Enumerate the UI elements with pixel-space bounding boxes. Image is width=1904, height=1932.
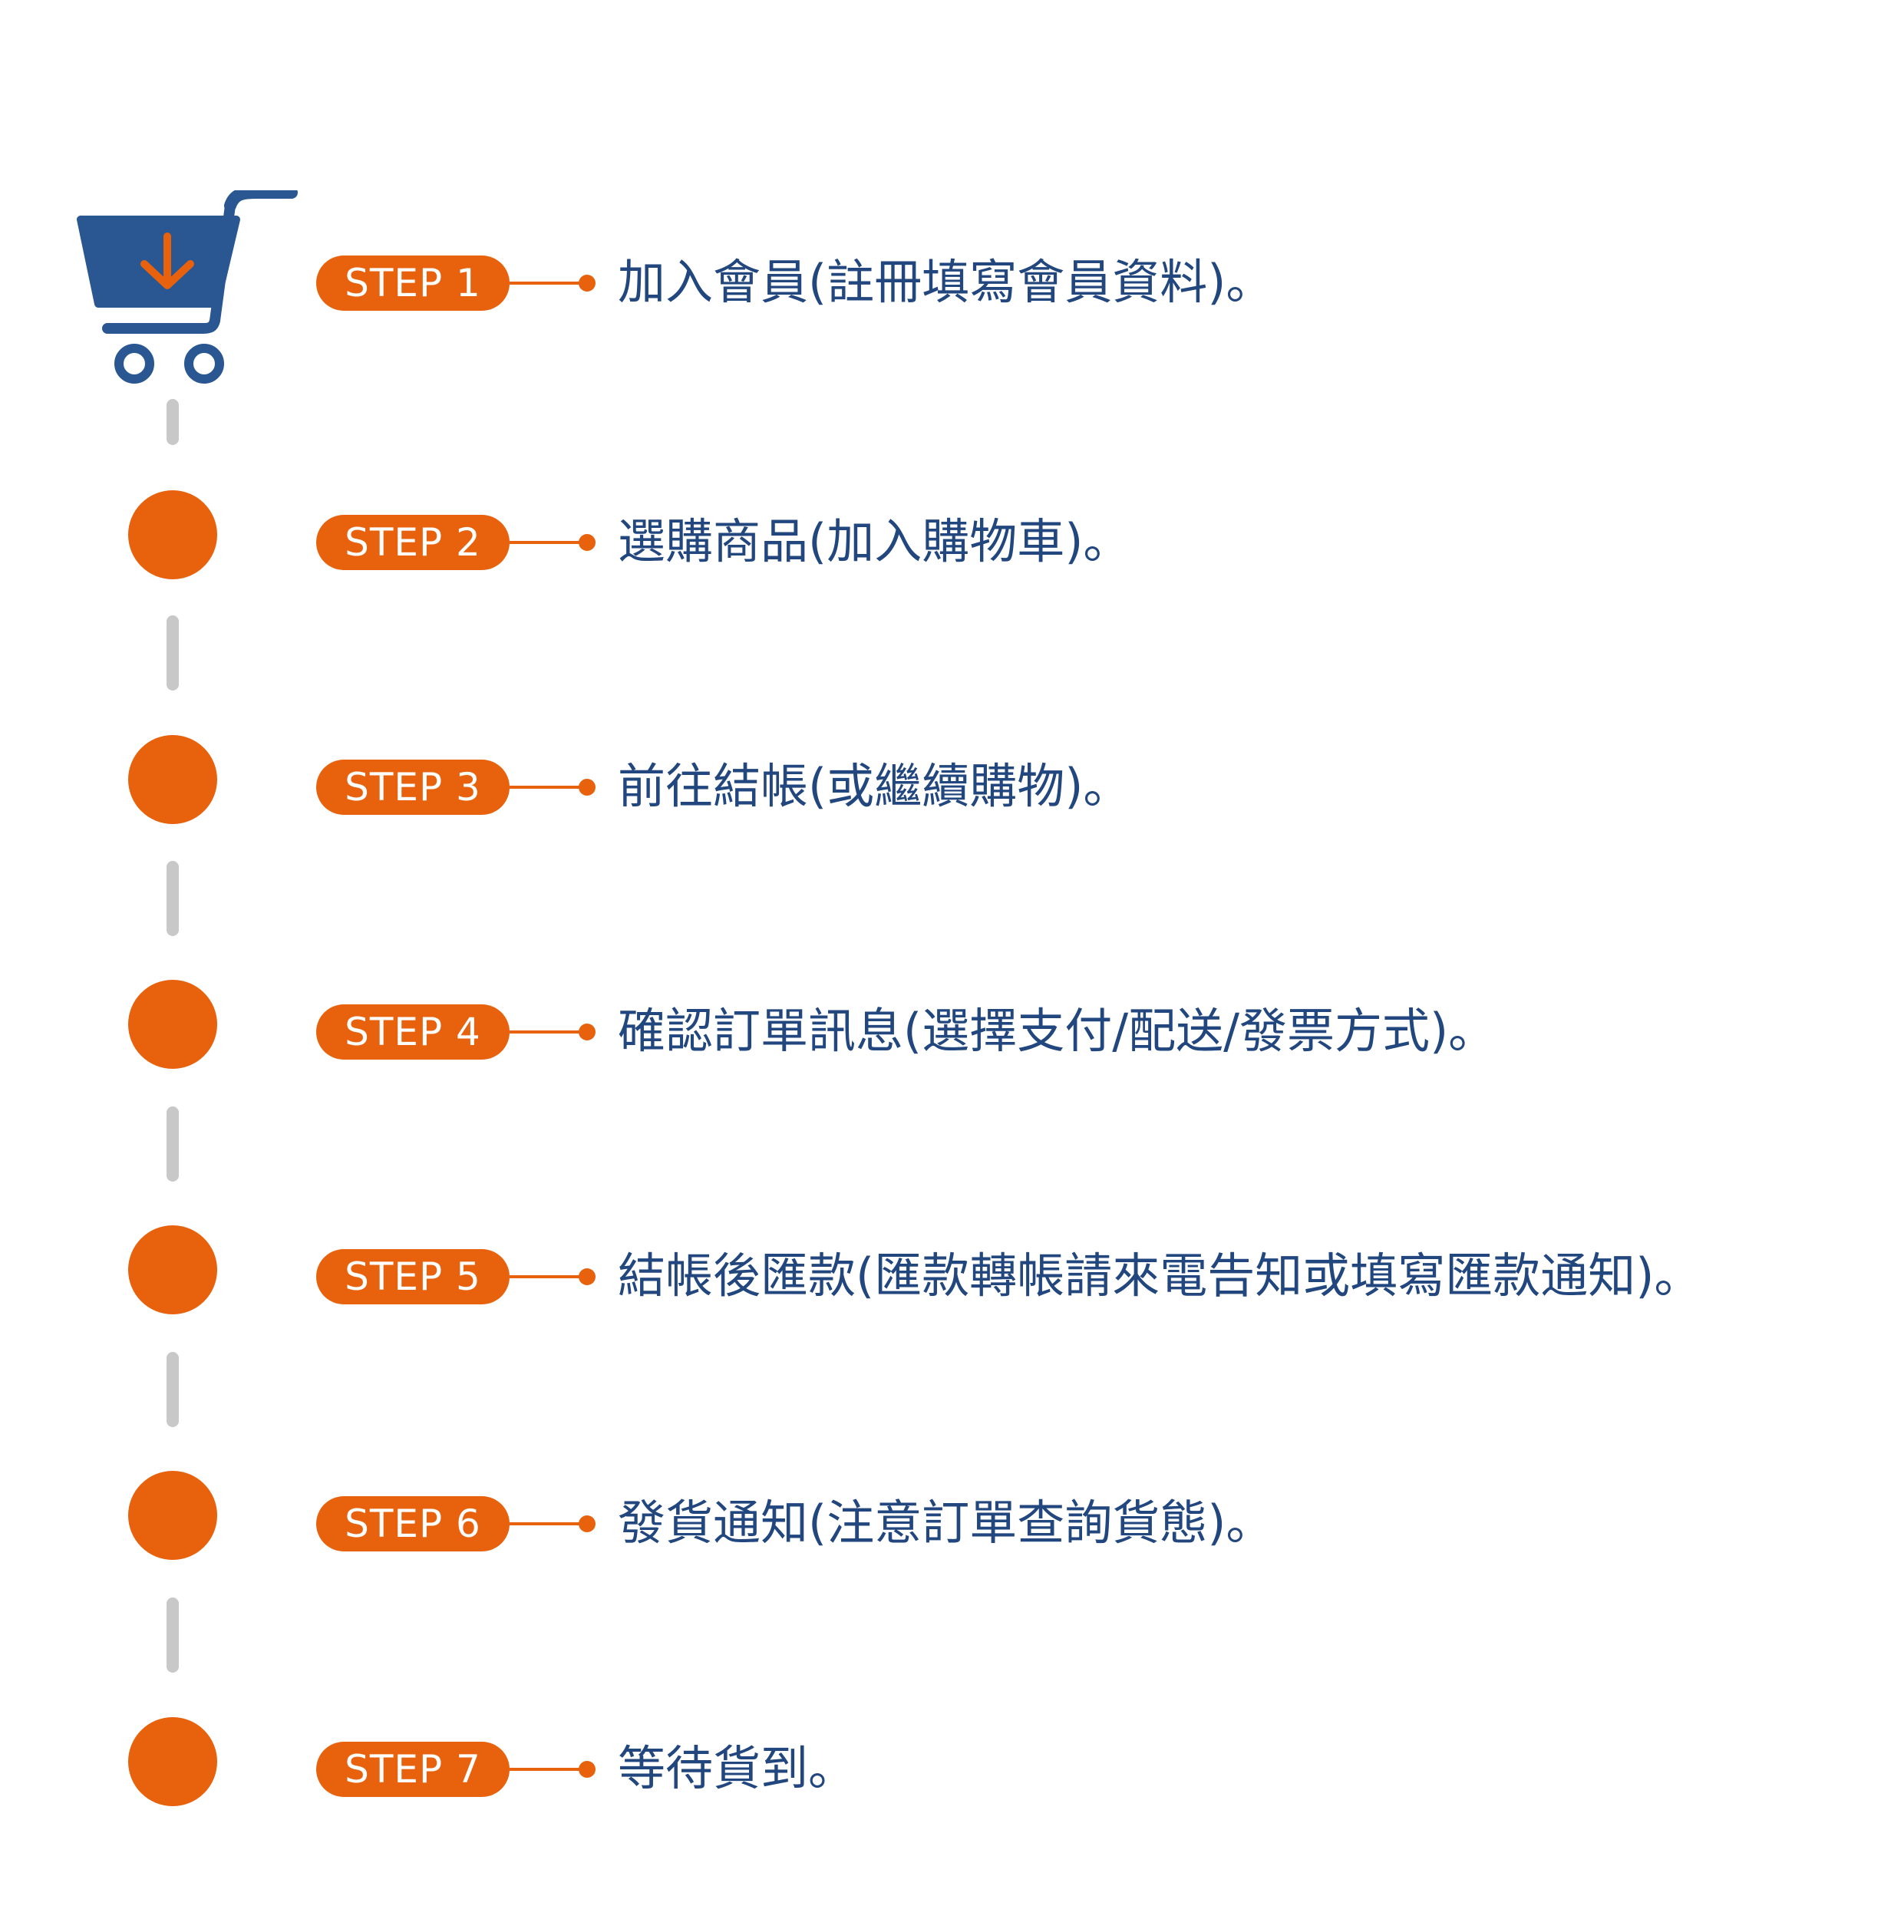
timeline-dash-1 [167, 399, 179, 445]
step-connector-line [510, 1522, 583, 1525]
step-connector-line [510, 1768, 583, 1771]
step-connector-dot [579, 1515, 596, 1532]
timeline-dot-5 [128, 1225, 217, 1314]
step-badge: STEP 7 [316, 1742, 510, 1797]
step-badge: STEP 4 [316, 1004, 510, 1060]
step-connector-dot [579, 534, 596, 551]
step-connector-line [510, 1275, 583, 1278]
shopping-cart-download-icon [77, 190, 298, 384]
timeline-dash-6 [167, 1597, 179, 1673]
step-description: 加入會員(註冊填寫會員資料)。 [618, 254, 1274, 310]
step-description: 發貨通知(注意訂單查詢貨態)。 [618, 1495, 1274, 1551]
timeline-dash-2 [167, 615, 179, 691]
step-badge: STEP 5 [316, 1249, 510, 1304]
step-connector-dot [579, 779, 596, 796]
step-connector-line [510, 1030, 583, 1034]
timeline-dot-6 [128, 1471, 217, 1560]
step-badge: STEP 6 [316, 1496, 510, 1551]
timeline-dot-7 [128, 1717, 217, 1806]
timeline-dot-3 [128, 735, 217, 824]
timeline-dash-3 [167, 861, 179, 936]
step-badge: STEP 2 [316, 515, 510, 570]
step-connector-line [510, 786, 583, 789]
step-description: 選購商品(加入購物車)。 [618, 513, 1131, 569]
step-3: STEP 3 前往結帳(或繼續購物)。 [316, 752, 1851, 821]
step-description: 前往結帳(或繼續購物)。 [618, 758, 1131, 814]
step-1: STEP 1 加入會員(註冊填寫會員資料)。 [316, 248, 1851, 317]
step-connector-dot [579, 1024, 596, 1040]
timeline-dash-4 [167, 1106, 179, 1182]
step-6: STEP 6 發貨通知(注意訂單查詢貨態)。 [316, 1489, 1851, 1558]
timeline-dash-5 [167, 1352, 179, 1427]
step-connector-dot [579, 1268, 596, 1285]
step-2: STEP 2 選購商品(加入購物車)。 [316, 507, 1851, 576]
step-connector-line [510, 541, 583, 544]
step-4: STEP 4 確認訂單訊息(選擇支付/配送/發票方式)。 [316, 997, 1851, 1066]
step-connector-dot [579, 1761, 596, 1778]
step-badge: STEP 3 [316, 760, 510, 815]
timeline-dot-4 [128, 980, 217, 1069]
timeline-dot-2 [128, 490, 217, 579]
step-5: STEP 5 結帳後匯款(匯款轉帳請來電告知或填寫匯款通知)。 [316, 1241, 1851, 1311]
step-description: 結帳後匯款(匯款轉帳請來電告知或填寫匯款通知)。 [618, 1248, 1702, 1304]
step-7: STEP 7 等待貨到。 [316, 1734, 1851, 1803]
step-description: 等待貨到。 [618, 1740, 856, 1796]
step-description: 確認訂單訊息(選擇支付/配送/發票方式)。 [618, 1003, 1496, 1059]
step-connector-line [510, 282, 583, 285]
step-badge: STEP 1 [316, 256, 510, 311]
step-connector-dot [579, 275, 596, 292]
